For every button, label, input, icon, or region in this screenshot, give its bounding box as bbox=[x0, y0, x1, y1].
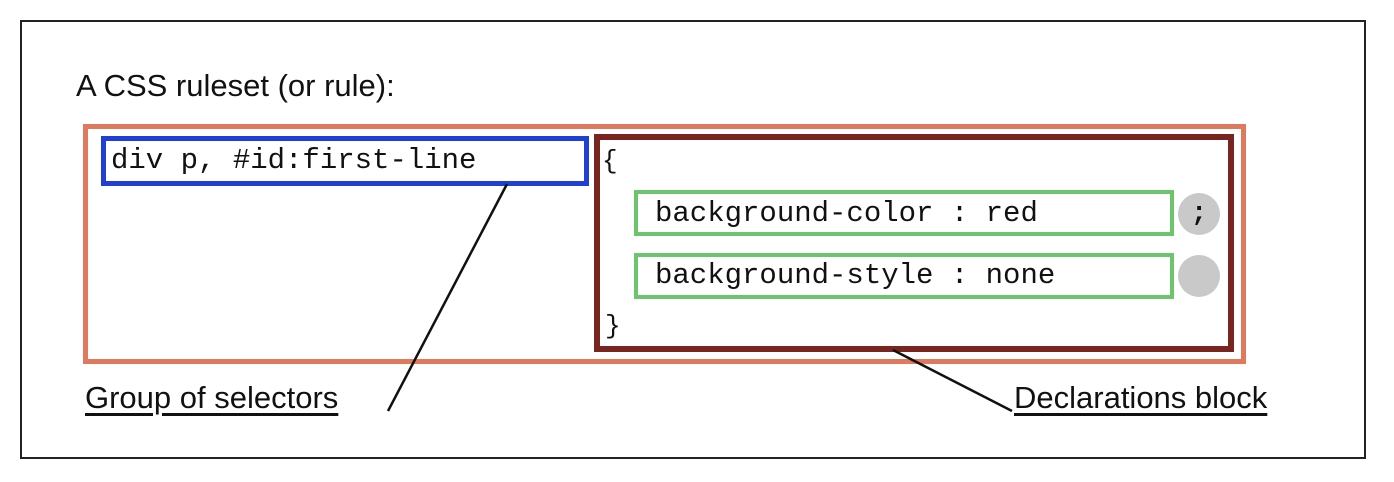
declaration-text-1: background-color : red bbox=[655, 197, 1038, 230]
diagram-frame bbox=[20, 20, 1366, 459]
declaration-box-1 bbox=[634, 190, 1174, 236]
declaration-terminator-2 bbox=[1178, 255, 1220, 297]
declarations-block-box bbox=[594, 134, 1234, 352]
group-of-selectors-label: Group of selectors bbox=[85, 380, 339, 415]
open-brace: { bbox=[602, 146, 618, 176]
selector-group-text: div p, #id:first-line bbox=[111, 144, 477, 177]
declaration-terminator-1: ; bbox=[1178, 193, 1220, 235]
diagram-heading: A CSS ruleset (or rule): bbox=[76, 68, 395, 103]
ruleset-box bbox=[83, 124, 1246, 364]
selector-group-box bbox=[101, 136, 589, 186]
declaration-box-2 bbox=[634, 253, 1174, 299]
declarations-block-label: Declarations block bbox=[1014, 380, 1268, 415]
declaration-text-2: background-style : none bbox=[655, 259, 1056, 292]
close-brace: } bbox=[605, 311, 621, 341]
